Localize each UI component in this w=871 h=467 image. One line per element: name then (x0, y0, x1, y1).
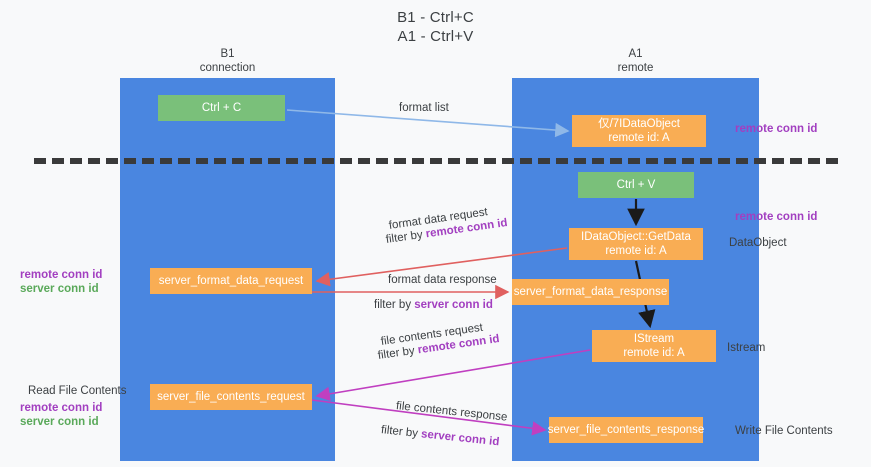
token-server-conn-id-2: server conn id (420, 428, 500, 449)
annotation-write-file-contents: Write File Contents (735, 425, 833, 437)
node-ctrl-v-label: Ctrl + V (616, 179, 656, 191)
node-istream-label: IStream (633, 333, 675, 345)
edge-label-format-list-text: format list (399, 102, 449, 114)
annotation-left-remote-conn-id-1: remote conn id (20, 269, 103, 281)
node-server-format-data-response-label: server_format_data_response (513, 286, 668, 298)
phase-divider (34, 158, 838, 164)
node-server-format-data-request-label: server_format_data_request (158, 275, 304, 287)
annotation-dataobject: DataObject (729, 237, 787, 249)
edge-label-filter-server-1: filter by server conn id (374, 298, 493, 313)
node-idataobject[interactable]: 仅/7IDataObject remote id: A (572, 115, 706, 147)
edge-label-format-data-response: format data response (388, 273, 497, 288)
annotation-remote-conn-id-top: remote conn id (735, 123, 818, 135)
annotation-left-server-conn-id-2: server conn id (20, 416, 99, 428)
annotation-istream: Istream (727, 342, 766, 354)
node-istream[interactable]: IStream remote id: A (592, 330, 716, 362)
column-header-a1: A1 remote (512, 47, 759, 75)
node-idataobject-sub: remote id: A (608, 132, 670, 144)
node-server-file-contents-response-label: server_file_contents_response (547, 424, 705, 436)
edge-label-filter-server-2-prefix: filter by (380, 424, 422, 441)
column-header-a1-sub: remote (617, 62, 654, 74)
annotation-left-server-conn-id-1: server conn id (20, 283, 99, 295)
node-server-file-contents-request[interactable]: server_file_contents_request (150, 384, 312, 410)
edge-label-format-data-response-text: format data response (388, 274, 497, 286)
edge-label-filter-server-1-prefix: filter by (374, 299, 415, 311)
annotation-left-remote-conn-id-2: remote conn id (20, 402, 103, 414)
node-getdata-label: IDataObject::GetData (581, 231, 691, 243)
node-server-file-contents-response[interactable]: server_file_contents_response (547, 417, 705, 443)
node-idataobject-getdata[interactable]: IDataObject::GetData remote id: A (569, 228, 703, 260)
page-title: B1 - Ctrl+C A1 - Ctrl+V (0, 8, 871, 46)
annotation-read-file-contents: Read File Contents (28, 385, 127, 397)
edge-label-filter-server-2: filter by server conn id (380, 423, 500, 450)
annotation-left-conn-ids-1: remote conn id server conn id (20, 268, 102, 296)
column-header-b1-sub: connection (199, 62, 256, 74)
node-idataobject-label: 仅/7IDataObject (598, 118, 680, 130)
annotation-remote-conn-id-mid: remote conn id (735, 211, 818, 223)
column-header-b1-title: B1 (220, 48, 235, 60)
annotation-left-conn-ids-2: remote conn id server conn id (20, 401, 102, 429)
title-line-1: B1 - Ctrl+C (397, 9, 474, 26)
edge-label-file-contents-response-text: file contents response (395, 400, 508, 424)
node-ctrl-v[interactable]: Ctrl + V (578, 172, 694, 198)
edge-label-filter-remote-1-prefix: filter by (385, 228, 427, 246)
node-server-format-data-response[interactable]: server_format_data_response (512, 279, 669, 305)
node-ctrl-c[interactable]: Ctrl + C (158, 95, 285, 121)
title-line-2: A1 - Ctrl+V (397, 28, 474, 45)
node-server-file-contents-request-label: server_file_contents_request (157, 391, 305, 403)
column-header-b1: B1 connection (120, 47, 335, 75)
token-server-conn-id-1: server conn id (414, 299, 493, 311)
column-header-a1-title: A1 (628, 48, 643, 60)
edge-label-file-contents-response: file contents response (395, 399, 508, 426)
node-istream-sub: remote id: A (623, 347, 685, 359)
node-ctrl-c-label: Ctrl + C (201, 102, 242, 114)
edge-label-format-list: format list (399, 101, 449, 116)
node-getdata-sub: remote id: A (605, 245, 667, 257)
edge-label-filter-remote-2-prefix: filter by (377, 344, 419, 362)
node-server-format-data-request[interactable]: server_format_data_request (150, 268, 312, 294)
